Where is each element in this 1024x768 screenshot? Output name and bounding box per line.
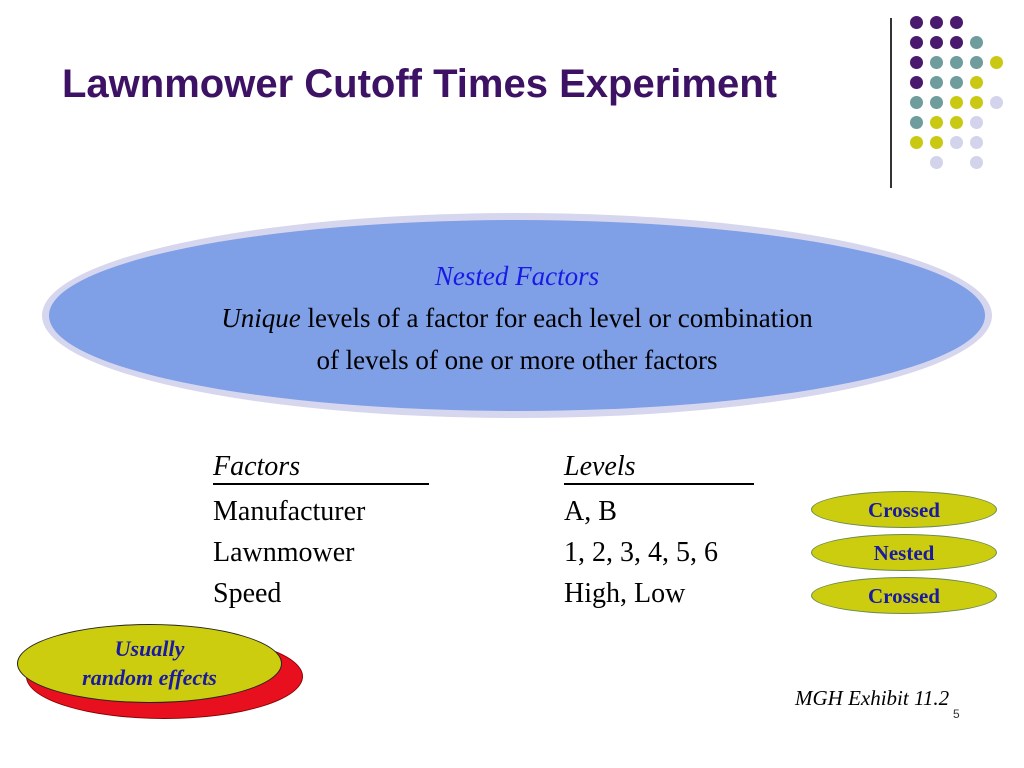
definition-text: Nested Factors Unique levels of a factor…: [49, 255, 985, 381]
decor-dot: [910, 16, 923, 29]
levels-cell: A, B: [564, 496, 617, 527]
slide-title: Lawnmower Cutoff Times Experiment: [62, 62, 777, 106]
decor-dot: [970, 116, 983, 129]
decor-dot: [930, 76, 943, 89]
decor-dot: [970, 96, 983, 109]
decor-dot: [950, 76, 963, 89]
levels-cell: 1, 2, 3, 4, 5, 6: [564, 537, 718, 568]
decor-dot: [970, 76, 983, 89]
decor-dot: [950, 16, 963, 29]
decor-dot: [910, 136, 923, 149]
decor-dot: [970, 56, 983, 69]
definition-line-2: of levels of one or more other factors: [316, 345, 718, 375]
factor-cell: Speed: [213, 578, 282, 609]
decor-dot: [990, 96, 1003, 109]
definition-emphasis: Unique: [221, 303, 301, 333]
decor-dot: [950, 36, 963, 49]
definition-line-1-rest: levels of a factor for each level or com…: [300, 303, 813, 333]
decor-dot: [970, 156, 983, 169]
definition-ellipse: [49, 220, 985, 411]
decor-dot: [910, 76, 923, 89]
decorative-dot-grid: [900, 10, 1010, 170]
factor-cell: Manufacturer: [213, 496, 366, 527]
decor-dot: [970, 136, 983, 149]
factors-header: Factors: [213, 450, 429, 485]
decor-dot: [910, 116, 923, 129]
page-number: 5: [953, 707, 960, 721]
crossed-tag: Crossed: [811, 491, 997, 528]
decor-dot: [970, 36, 983, 49]
callout-line-2: random effects: [82, 665, 217, 690]
decor-dot: [910, 56, 923, 69]
crossed-tag: Crossed: [811, 577, 997, 614]
callout-text: Usually random effects: [17, 634, 282, 692]
source-citation: MGH Exhibit 11.2: [795, 686, 950, 710]
decor-dot: [930, 96, 943, 109]
decor-dot: [930, 116, 943, 129]
decor-dot: [950, 56, 963, 69]
callout-line-1: Usually: [114, 636, 185, 661]
title-divider: [890, 18, 892, 188]
definition-heading: Nested Factors: [434, 261, 600, 291]
decor-dot: [950, 96, 963, 109]
levels-header: Levels: [564, 450, 754, 485]
decor-dot: [910, 96, 923, 109]
factor-cell: Lawnmower: [213, 537, 355, 568]
decor-dot: [910, 36, 923, 49]
random-effects-callout: [17, 624, 282, 703]
definition-line-1: Unique levels of a factor for each level…: [49, 297, 985, 339]
decor-dot: [930, 56, 943, 69]
decor-dot: [990, 56, 1003, 69]
decor-dot: [950, 136, 963, 149]
decor-dot: [930, 36, 943, 49]
decor-dot: [930, 156, 943, 169]
decor-dot: [930, 16, 943, 29]
levels-cell: High, Low: [564, 578, 686, 609]
decor-dot: [950, 116, 963, 129]
decor-dot: [930, 136, 943, 149]
nested-tag: Nested: [811, 534, 997, 571]
